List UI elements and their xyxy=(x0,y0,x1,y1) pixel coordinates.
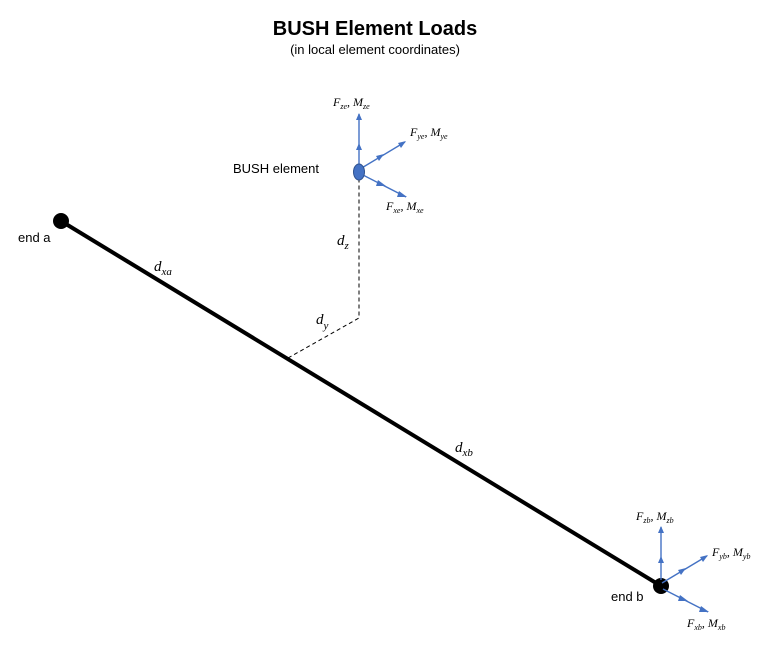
dy-label: dy xyxy=(316,312,329,332)
bush-y-arrowhead-inner xyxy=(376,154,384,161)
bush-z-arrowhead-inner xyxy=(356,143,362,150)
bush-force-arrows xyxy=(356,113,407,198)
diagram-title: BUSH Element Loads xyxy=(273,18,477,40)
end-a-node xyxy=(53,213,69,229)
bush-y-arrowhead-outer xyxy=(398,141,406,148)
end-b-force-arrows xyxy=(658,526,709,613)
bush-x-arrowhead-inner xyxy=(376,180,386,186)
dxb-label: dxb xyxy=(455,440,473,459)
beam-line xyxy=(59,219,663,588)
bush-element-label: BUSH element xyxy=(233,161,319,176)
end-b-y-arrowhead-inner xyxy=(678,568,686,575)
bush-fz-mz-label: Fze, Mze xyxy=(332,95,370,111)
end-b-y-arrowhead-outer xyxy=(700,555,708,562)
bush-fy-my-label: Fye, Mye xyxy=(409,125,448,141)
end-b-z-arrowhead-outer xyxy=(658,526,664,533)
bush-x-arrowhead-outer xyxy=(397,191,407,197)
end-b-fz-mz-label: Fzb, Mzb xyxy=(635,509,674,525)
bush-z-arrowhead-outer xyxy=(356,113,362,120)
diagram-subtitle: (in local element coordinates) xyxy=(290,42,460,57)
end-a-label: end a xyxy=(18,230,51,245)
end-b-fy-my-label: Fyb, Myb xyxy=(711,545,750,561)
end-b-label: end b xyxy=(611,589,644,604)
end-b-fx-mx-label: Fxb, Mxb xyxy=(686,616,725,632)
dxa-label: dxa xyxy=(154,259,172,278)
dz-label: dz xyxy=(337,233,350,252)
end-b-z-arrowhead-inner xyxy=(658,556,664,563)
bush-fx-mx-label: Fxe, Mxe xyxy=(385,199,424,215)
bush-element-node xyxy=(353,163,365,181)
end-b-x-arrowhead-inner xyxy=(678,595,688,601)
end-b-x-arrowhead-outer xyxy=(699,606,709,612)
